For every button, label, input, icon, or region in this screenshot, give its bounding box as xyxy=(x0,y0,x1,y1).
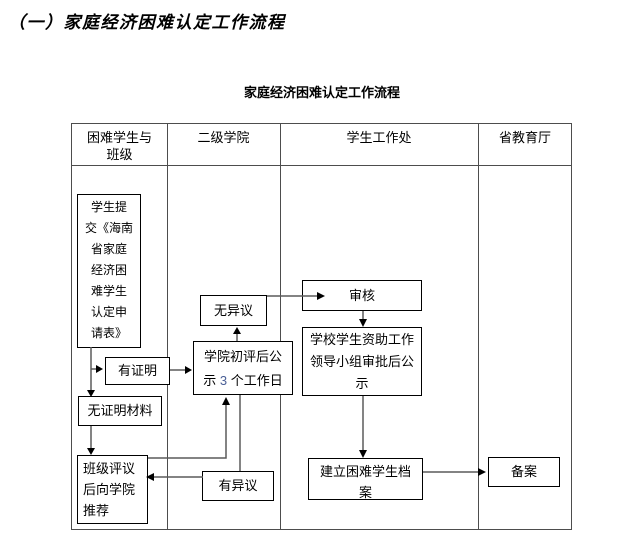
node-record: 备案 xyxy=(488,457,560,487)
node-college-review: 学院初评后公 示 3 个工作日 xyxy=(193,341,293,395)
node-audit: 审核 xyxy=(302,280,422,311)
node-no-objection: 无异议 xyxy=(200,295,267,326)
lane-divider-2 xyxy=(280,124,281,529)
node-apply-form: 学生提 交《海南 省家庭 经济困 难学生 认定申 请表》 xyxy=(77,194,141,348)
flowchart-title: 家庭经济困难认定工作流程 xyxy=(243,85,400,100)
swimlane-table: 困难学生与 班级 二级学院 学生工作处 省教育厅 xyxy=(71,123,572,530)
lane-header-class: 困难学生与 班级 xyxy=(86,130,152,162)
college-review-line1: 学院初评后公 xyxy=(203,349,282,364)
header-divider xyxy=(72,165,571,166)
lane-divider-3 xyxy=(478,124,479,529)
node-no-proof: 无证明材料 xyxy=(78,396,162,426)
lane-divider-1 xyxy=(167,124,168,529)
college-review-line2: 示 3 个工作日 xyxy=(203,373,283,388)
node-has-proof: 有证明 xyxy=(105,357,170,385)
lane-header-studentaffairs: 学生工作处 xyxy=(346,130,412,145)
publicity-days-number: 3 xyxy=(219,373,228,388)
node-objection: 有异议 xyxy=(202,471,274,501)
node-lead-group: 学校学生资助工作 领导小组审批后公 示 xyxy=(302,327,422,396)
lane-header-education-dept: 省教育厅 xyxy=(498,130,551,145)
node-class-review: 班级评议 后向学院 推荐 xyxy=(77,455,148,524)
doc-heading: （一）家庭经济困难认定工作流程 xyxy=(8,13,286,33)
lane-header-college: 二级学院 xyxy=(197,130,250,145)
node-archive: 建立困难学生档 案 xyxy=(308,458,423,500)
